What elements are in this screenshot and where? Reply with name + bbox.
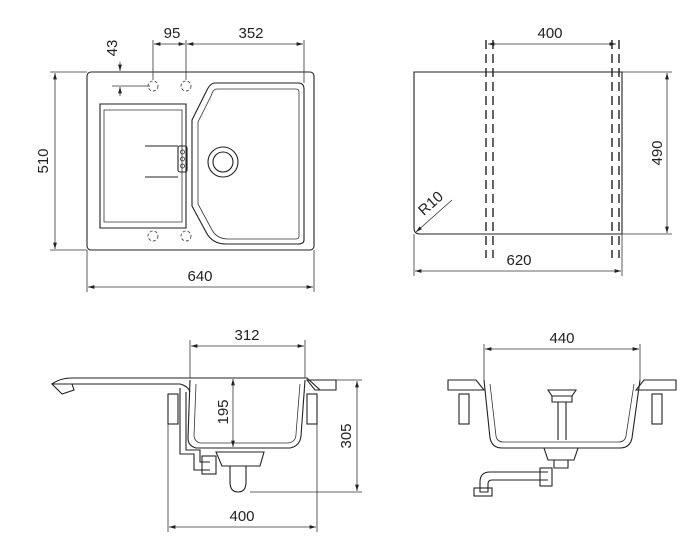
- tap-hole-icon: [180, 230, 192, 242]
- top-view: 510 640 95 352 43: [35, 25, 315, 292]
- dim-cutout-inner-width: 400: [537, 25, 562, 42]
- dim-side-bowl-width: 312: [234, 327, 259, 344]
- dim-cutout-width: 620: [506, 252, 531, 269]
- front-drain: [543, 447, 579, 461]
- dim-side-cabinet-width: 400: [229, 508, 254, 525]
- front-cabinet-right: [651, 393, 663, 425]
- dim-tap-offset: 43: [104, 40, 121, 57]
- side-section-view: 312 195 305 400: [50, 327, 362, 532]
- dim-side-total-depth: 305: [338, 423, 355, 448]
- countertop-left: [50, 383, 75, 395]
- dim-top-height: 510: [35, 148, 52, 173]
- cabinet-wall-right: [306, 393, 318, 425]
- dim-top-bowl-width: 352: [238, 25, 263, 42]
- cutout-view: 400 490 620 R10: [413, 25, 672, 276]
- dim-tap-spacing: 95: [164, 25, 181, 42]
- tap-hole-icon: [147, 230, 159, 242]
- front-countertop-right: [634, 379, 677, 391]
- cutout-outline: [413, 71, 623, 235]
- dim-front-bowl-width: 440: [549, 330, 574, 347]
- bowl-outline: [191, 82, 305, 245]
- overflow-icon: [177, 145, 188, 173]
- countertop-right: [305, 379, 337, 391]
- sink-outline: [86, 71, 315, 251]
- drain-siphon: [215, 451, 265, 467]
- front-section-view: 440: [447, 330, 677, 497]
- drain-icon: [207, 146, 239, 178]
- dim-top-width: 640: [187, 268, 212, 285]
- cabinet-wall-left: [167, 393, 179, 425]
- drainer-area: [99, 103, 187, 229]
- front-countertop-left: [447, 379, 486, 391]
- dim-cutout-height: 490: [649, 140, 666, 165]
- dim-cutout-radius: R10: [415, 188, 447, 219]
- outlet-pipe: [479, 471, 548, 493]
- dim-side-bowl-depth: 195: [215, 399, 232, 424]
- side-bowl: [187, 379, 306, 449]
- tap-hole-icon: [180, 80, 192, 92]
- front-cabinet-left: [458, 393, 470, 425]
